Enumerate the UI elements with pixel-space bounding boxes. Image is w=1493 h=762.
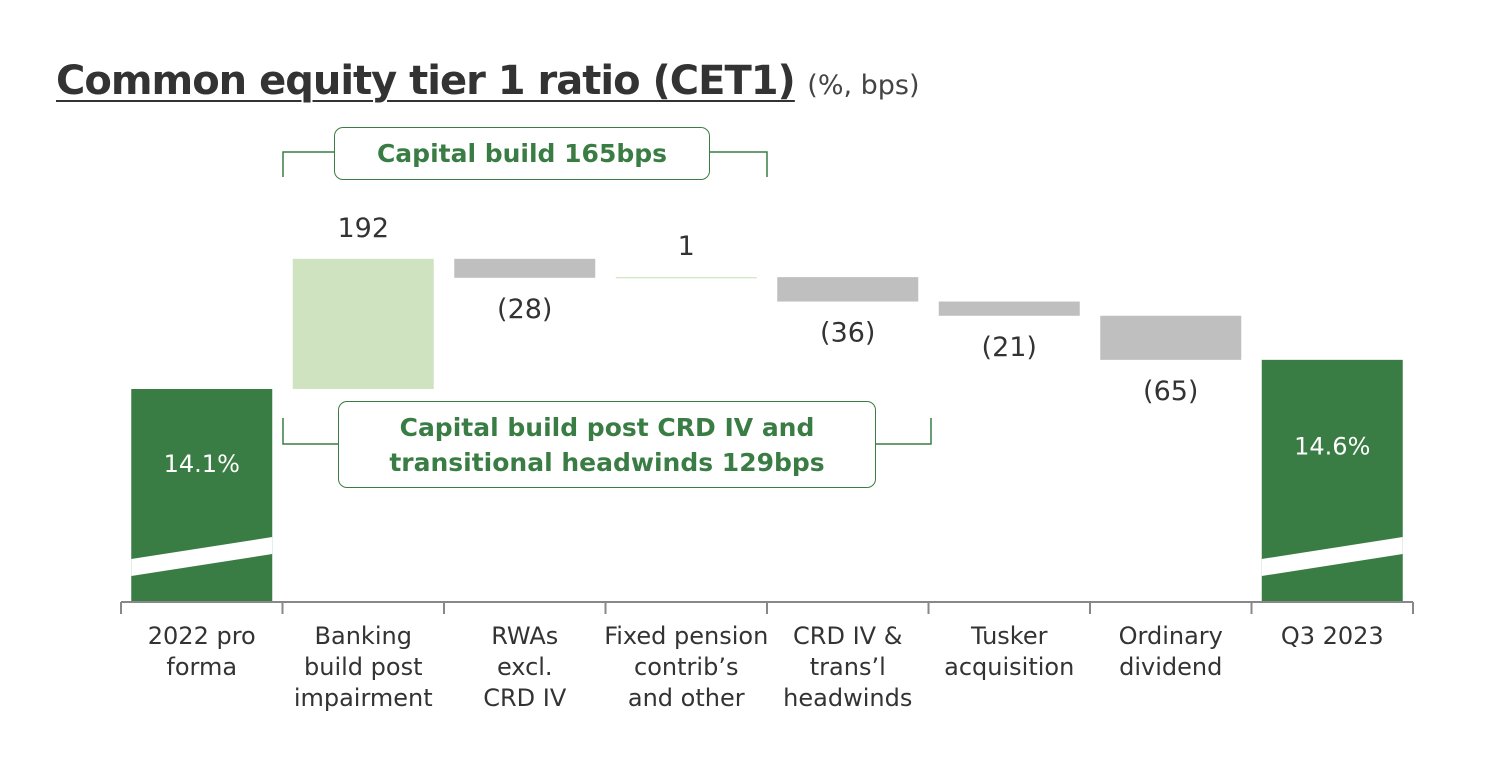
x-tick-label: RWAs	[491, 622, 558, 650]
x-tick-label: build post	[304, 653, 422, 681]
x-tick-label: contrib’s	[634, 653, 738, 681]
bar-delta-1	[292, 258, 434, 389]
capital-build-post-line-2: transitional headwinds 129bps	[389, 447, 825, 477]
x-tick-label: CRD IV &	[793, 622, 902, 650]
x-tick-label: and other	[628, 684, 745, 712]
data-label: (36)	[820, 318, 875, 349]
x-tick-label: excl.	[497, 653, 553, 681]
x-tick-label: trans’l	[810, 653, 886, 681]
data-label: 14.6%	[1294, 432, 1370, 460]
x-tick-label: forma	[166, 653, 237, 681]
x-tick-label: dividend	[1119, 653, 1222, 681]
data-label: (28)	[497, 294, 552, 325]
title-row: Common equity tier 1 ratio (CET1) (%, bp…	[56, 58, 920, 104]
x-tick-label: Fixed pension	[604, 622, 768, 650]
capital-build-post-line-1: Capital build post CRD IV and	[399, 412, 815, 442]
x-tick-label: CRD IV	[483, 684, 567, 712]
bar-delta-5	[938, 301, 1080, 316]
x-tick-label: acquisition	[944, 653, 1074, 681]
axis-break-mark	[131, 537, 273, 576]
bar-delta-3	[615, 277, 757, 279]
axis-break-mark	[1261, 537, 1403, 576]
x-tick-label: Q3 2023	[1281, 622, 1384, 650]
bar-delta-6	[1100, 315, 1242, 360]
x-tick-label: Tusker	[970, 622, 1048, 650]
chart-title: Common equity tier 1 ratio (CET1)	[56, 58, 796, 104]
x-tick-label: impairment	[294, 684, 433, 712]
bar-delta-4	[777, 277, 919, 302]
chart-units: (%, bps)	[807, 70, 920, 101]
capital-build-callout: Capital build 165bps	[334, 127, 710, 180]
data-label: 1	[678, 231, 695, 262]
x-tick-label: headwinds	[783, 684, 912, 712]
x-tick-label: Ordinary	[1119, 622, 1223, 650]
x-tick-label: Banking	[315, 622, 412, 650]
x-tick-label: 2022 pro	[148, 622, 256, 650]
data-label: 192	[337, 213, 389, 244]
capital-build-post-callout: Capital build post CRD IV and transition…	[338, 401, 876, 488]
data-label: (21)	[982, 332, 1037, 363]
data-label: 14.1%	[164, 450, 240, 478]
bar-delta-2	[454, 258, 596, 278]
data-label: (65)	[1143, 376, 1198, 407]
